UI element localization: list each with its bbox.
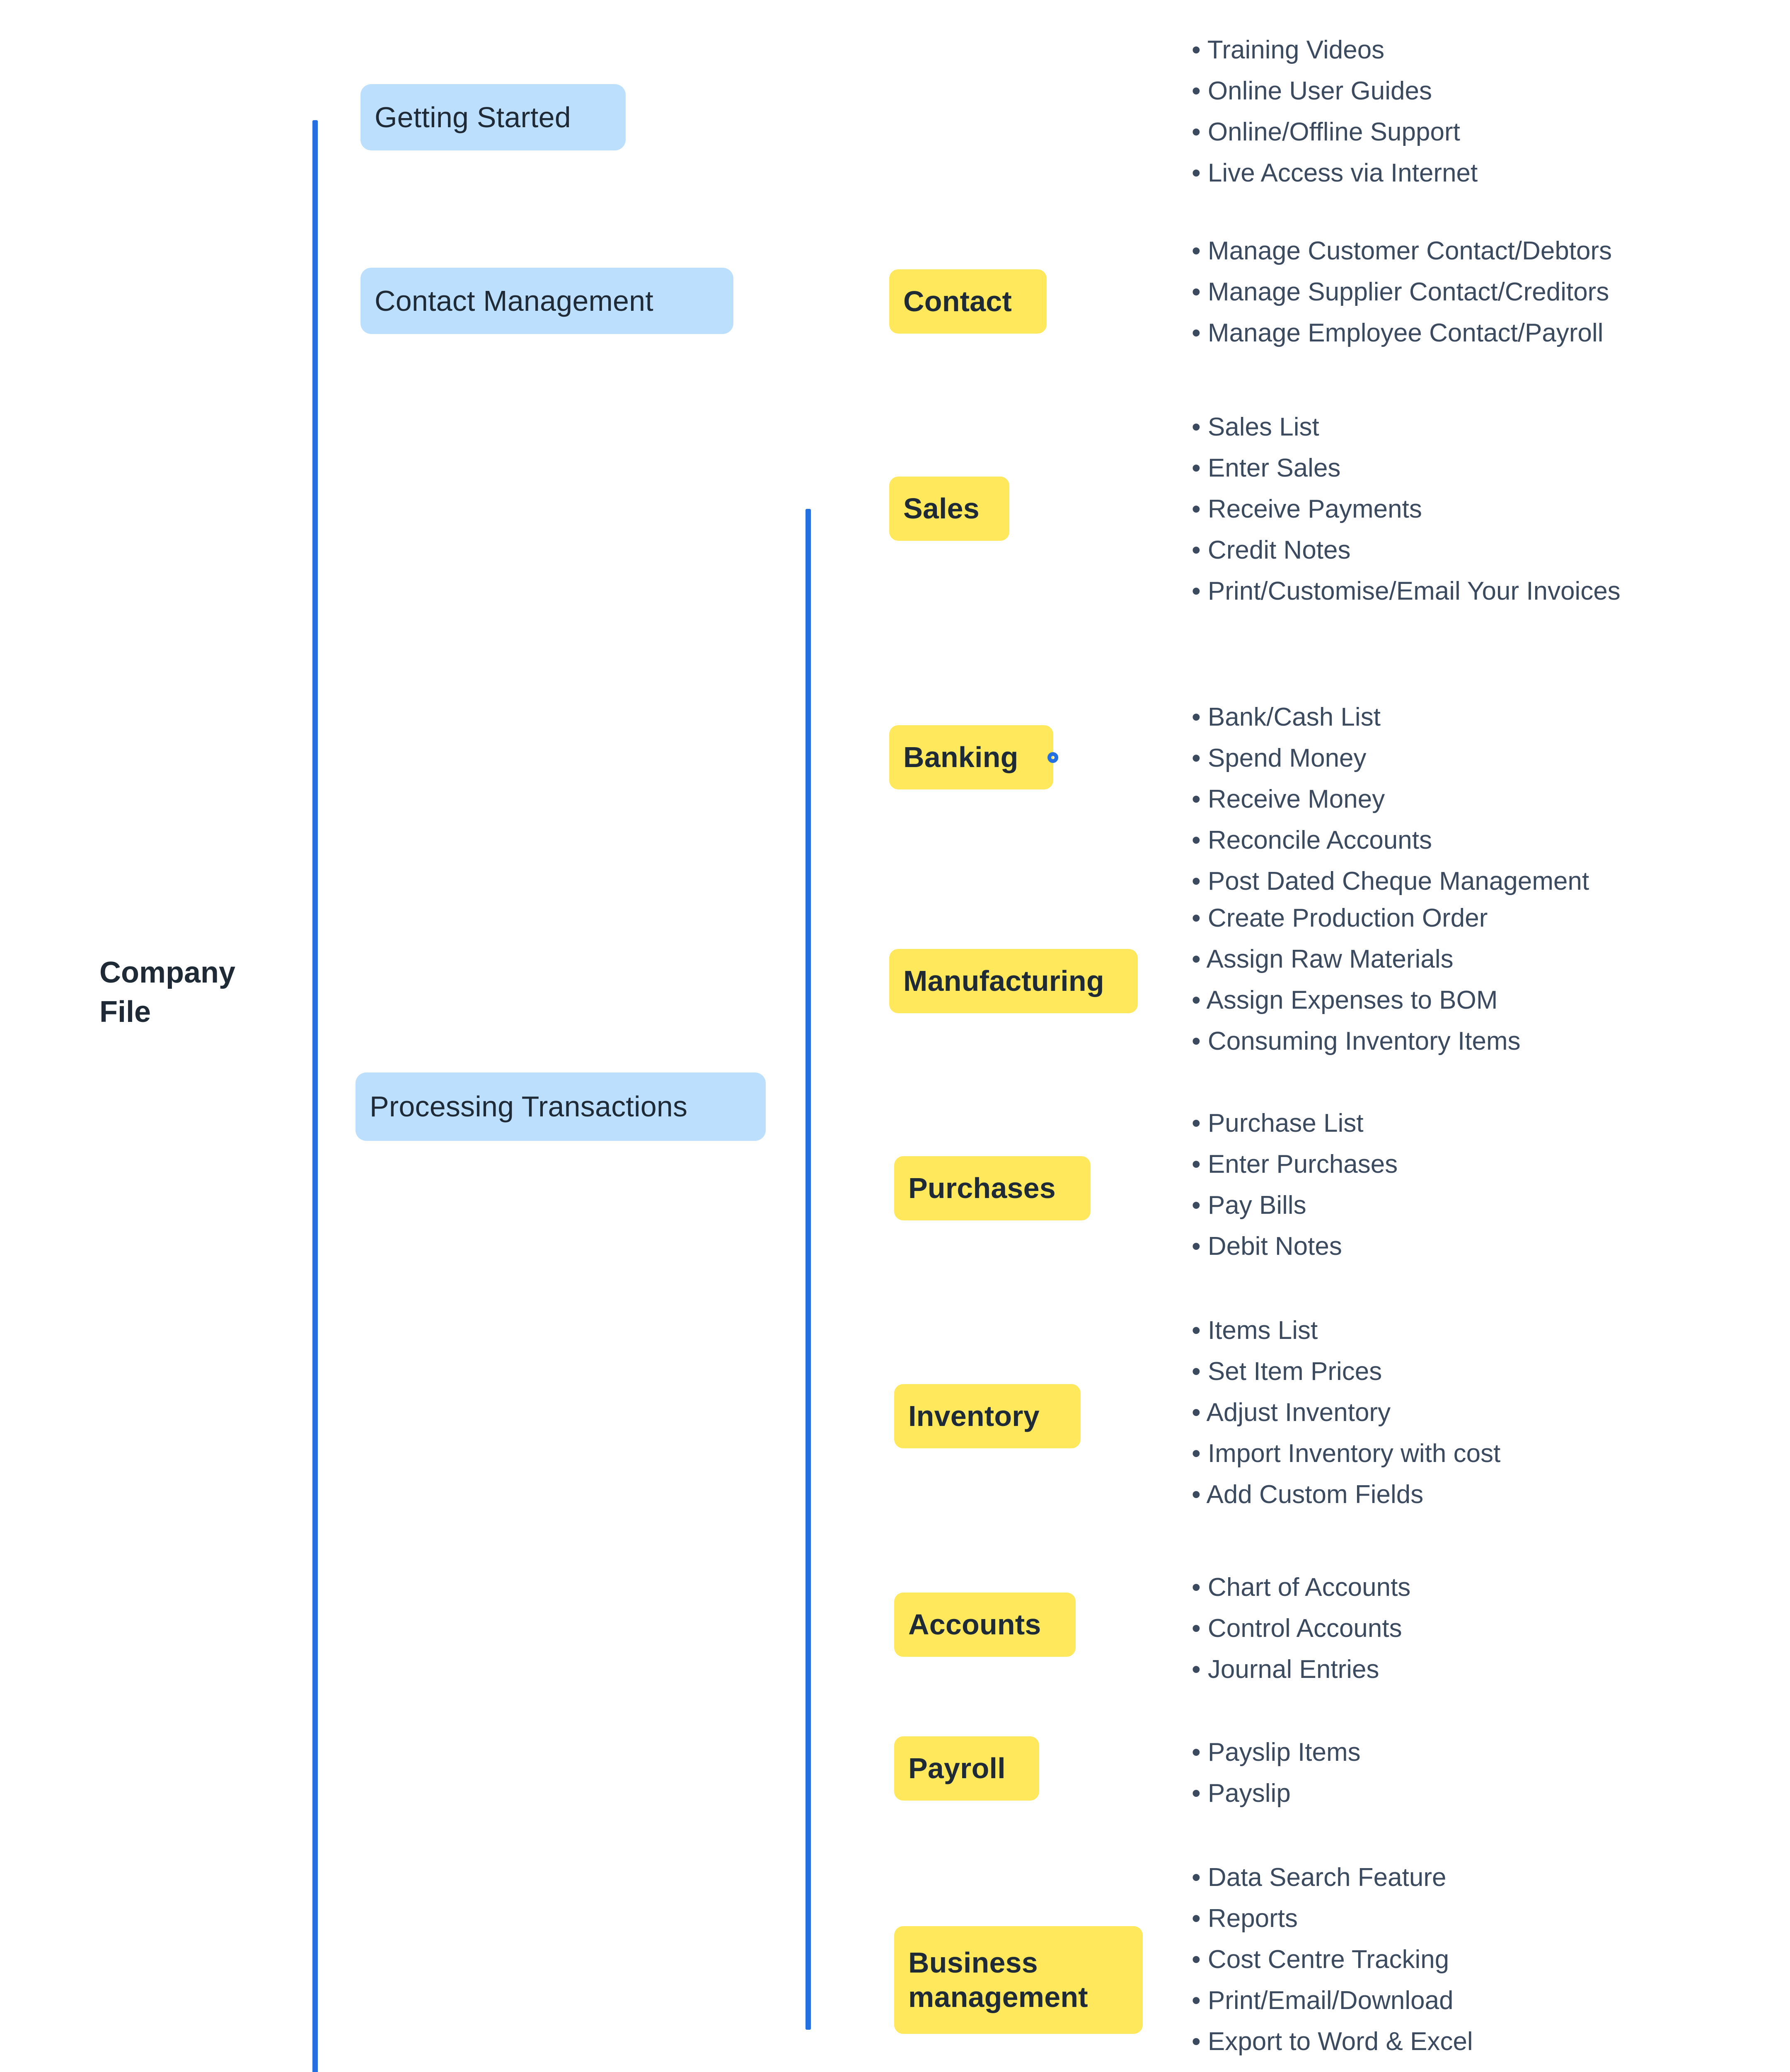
module-inventory[interactable]: Inventory — [894, 1384, 1081, 1448]
module-payroll[interactable]: Payroll — [894, 1736, 1039, 1801]
features-accounts: • Chart of Accounts • Control Accounts •… — [1192, 1575, 1772, 1682]
module-business-management[interactable]: Business management — [894, 1926, 1143, 2034]
list-item: • Training Videos — [1192, 36, 1385, 64]
module-accounts[interactable]: Accounts — [894, 1593, 1076, 1657]
list-item: • Journal Entries — [1192, 1655, 1379, 1684]
list-item: • Set Item Prices — [1192, 1357, 1382, 1386]
features-business-management: • Data Search Feature • Reports • Cost C… — [1192, 1865, 1772, 2072]
banking-node-marker-icon — [1047, 752, 1058, 763]
branch-getting-started[interactable]: Getting Started — [360, 84, 626, 150]
list-item: • Export to Word & Excel — [1192, 2027, 1473, 2056]
module-manufacturing[interactable]: Manufacturing — [889, 949, 1138, 1013]
module-label: Inventory — [908, 1400, 1040, 1433]
list-item: • Enter Sales — [1192, 454, 1341, 482]
list-item: • Create Production Order — [1192, 904, 1488, 932]
list-item: • Bank/Cash List — [1192, 703, 1381, 731]
list-item: • Add Custom Fields — [1192, 1480, 1424, 1509]
list-item: • Assign Raw Materials — [1192, 945, 1454, 973]
branch-label: Getting Started — [375, 101, 571, 133]
list-item: • Reports — [1192, 1904, 1298, 1933]
list-item: • Payslip Items — [1192, 1738, 1361, 1767]
list-item: • Assign Expenses to BOM — [1192, 986, 1498, 1014]
module-banking[interactable]: Banking — [889, 725, 1053, 789]
list-item: • Cost Centre Tracking — [1192, 1945, 1449, 1974]
features-manufacturing: • Create Production Order • Assign Raw M… — [1192, 905, 1772, 1054]
list-item: • Consuming Inventory Items — [1192, 1027, 1521, 1055]
list-item: • Enter Purchases — [1192, 1150, 1398, 1179]
features-purchases: • Purchase List • Enter Purchases • Pay … — [1192, 1111, 1772, 1259]
module-sales[interactable]: Sales — [889, 477, 1009, 541]
module-label: Accounts — [908, 1608, 1041, 1641]
list-item: • Debit Notes — [1192, 1232, 1342, 1261]
list-item: • Credit Notes — [1192, 536, 1351, 564]
list-item: • Receive Payments — [1192, 495, 1422, 523]
branch-contact-management[interactable]: Contact Management — [360, 268, 733, 334]
list-item: • Manage Supplier Contact/Creditors — [1192, 278, 1609, 306]
branch-label: Contact Management — [375, 284, 653, 317]
list-item: • Payslip — [1192, 1779, 1291, 1808]
features-contact: • Manage Customer Contact/Debtors • Mana… — [1192, 238, 1772, 346]
list-item: • Items List — [1192, 1316, 1318, 1345]
list-item: • Chart of Accounts — [1192, 1573, 1411, 1602]
list-item: • Live Access via Internet — [1192, 159, 1478, 187]
list-item: • Adjust Inventory — [1192, 1398, 1391, 1427]
module-label: Purchases — [908, 1172, 1056, 1205]
list-item: • Manage Customer Contact/Debtors — [1192, 237, 1612, 265]
module-label: Contact — [903, 285, 1012, 318]
features-banking: • Bank/Cash List • Spend Money • Receive… — [1192, 704, 1780, 894]
list-item: • Print/Email/Download — [1192, 1986, 1454, 2015]
branch-processing-transactions[interactable]: Processing Transactions — [356, 1072, 766, 1141]
module-contact[interactable]: Contact — [889, 269, 1047, 334]
module-purchases[interactable]: Purchases — [894, 1156, 1091, 1220]
list-item: • Sales List — [1192, 413, 1319, 441]
features-payroll: • Payslip Items • Payslip — [1192, 1740, 1772, 1806]
root-label-company-file: Company File — [99, 956, 236, 1029]
list-item: • Online User Guides — [1192, 77, 1432, 105]
list-item: • Import Inventory with cost — [1192, 1439, 1501, 1468]
features-sales: • Sales List • Enter Sales • Receive Pay… — [1192, 414, 1780, 604]
features-getting-started: • Training Videos • Online User Guides •… — [1192, 37, 1772, 186]
list-item: • Post Dated Cheque Management — [1192, 867, 1589, 896]
module-label: Business management — [908, 1946, 1088, 2013]
main-vertical-rail — [312, 120, 318, 2072]
list-item: • Spend Money — [1192, 744, 1367, 772]
list-item: • Online/Offline Support — [1192, 118, 1460, 146]
processing-transactions-rail — [806, 509, 811, 2030]
list-item: • Reconcile Accounts — [1192, 826, 1432, 854]
list-item: • Print/Customise/Email Your Invoices — [1192, 577, 1621, 605]
module-label: Sales — [903, 492, 980, 525]
module-label: Manufacturing — [903, 965, 1104, 997]
branch-label: Processing Transactions — [370, 1090, 688, 1123]
module-label: Payroll — [908, 1752, 1006, 1785]
list-item: • Manage Employee Contact/Payroll — [1192, 319, 1604, 347]
features-inventory: • Items List • Set Item Prices • Adjust … — [1192, 1318, 1772, 1508]
list-item: • Purchase List — [1192, 1109, 1364, 1138]
list-item: • Pay Bills — [1192, 1191, 1306, 1220]
list-item: • Data Search Feature — [1192, 1863, 1447, 1892]
list-item: • Receive Money — [1192, 785, 1385, 813]
list-item: • Control Accounts — [1192, 1614, 1402, 1643]
module-label: Banking — [903, 741, 1018, 774]
list-item: • Recurring Transaction — [1192, 2070, 1772, 2072]
